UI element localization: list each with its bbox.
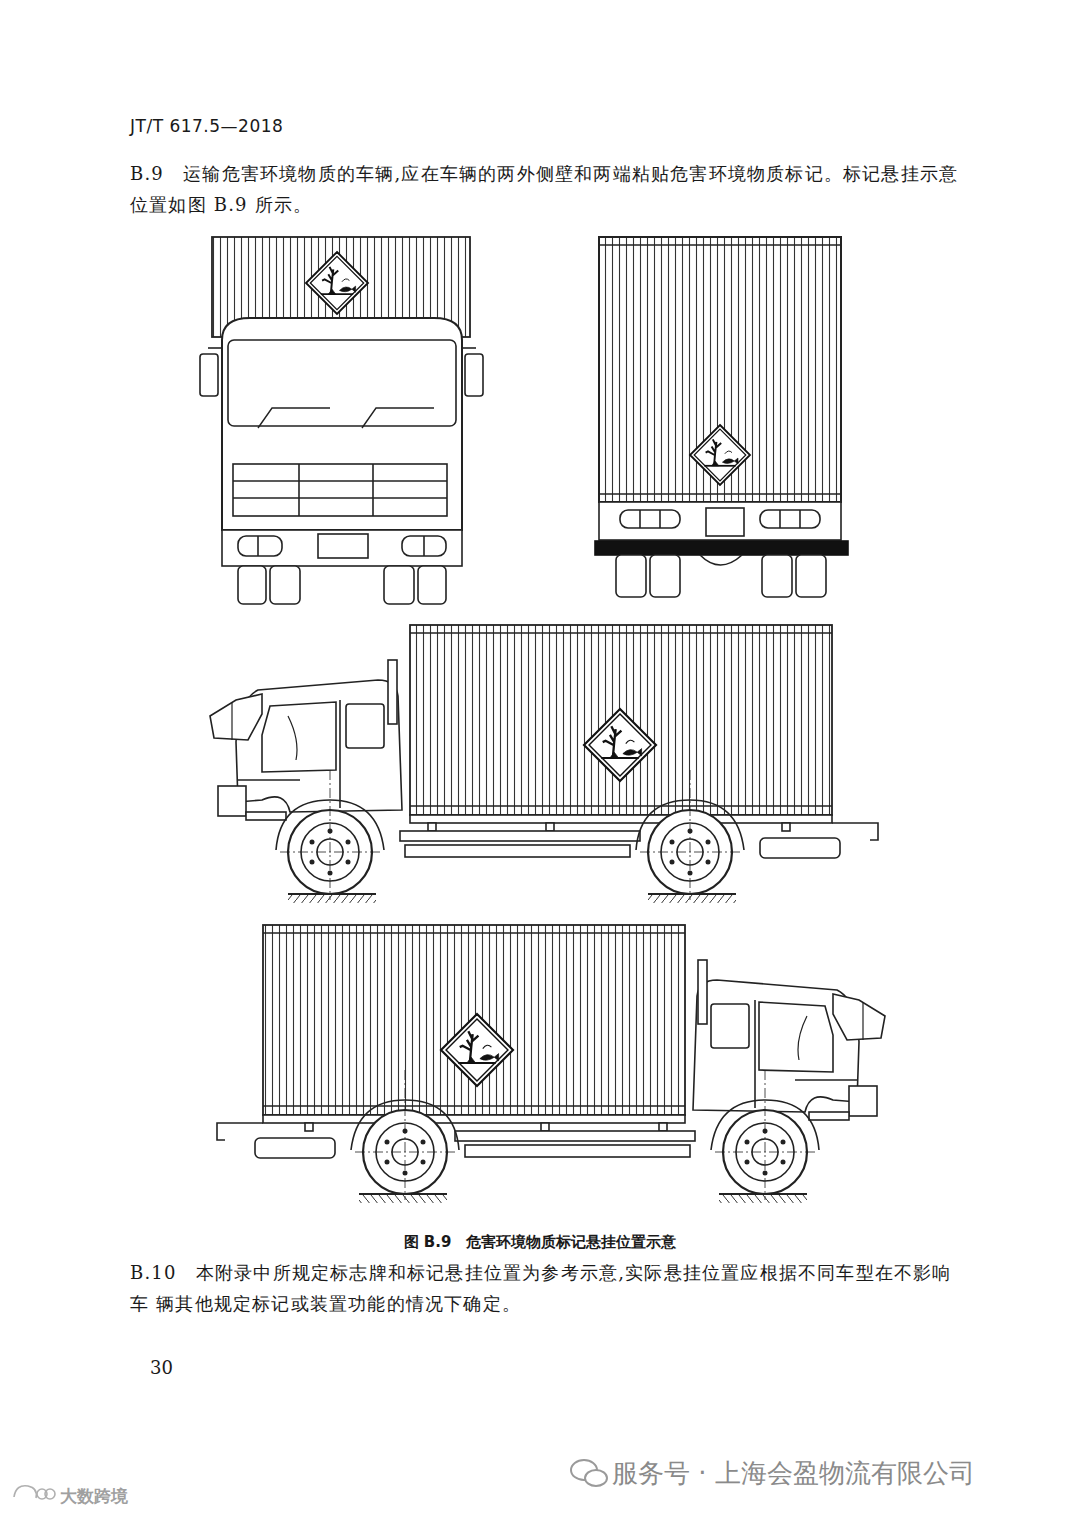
figure-caption: 图 B.9 危害环境物质标记悬挂位置示意 (140, 1231, 940, 1253)
clause-text: B.9 运输危害环境物质的车辆,应在车辆的两外侧壁和两端粘贴危害环境物质标记。标… (130, 158, 966, 220)
watermark: 大数跨境 (60, 1484, 220, 1508)
page-number: 30 (150, 1356, 210, 1380)
watermark: 服务号 · 上海会盈物流有限公司 (612, 1456, 1062, 1490)
standard-number: JT/T 617.5—2018 (130, 114, 530, 138)
clause-text: B.10 本附录中所规定标志牌和标记悬挂位置为参考示意,实际悬挂位置应根据不同车… (130, 1257, 966, 1319)
